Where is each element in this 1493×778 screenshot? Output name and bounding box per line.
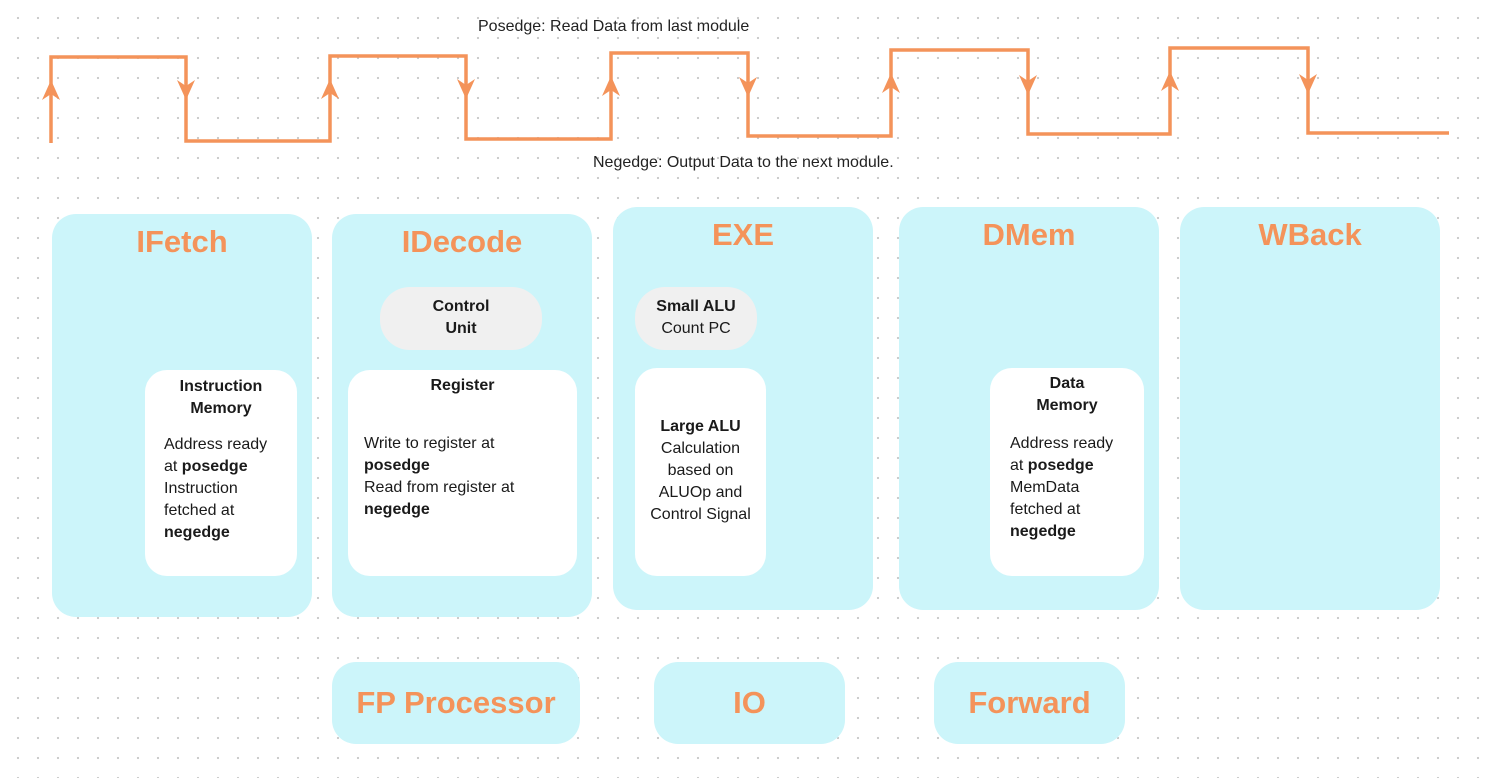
negedge-keyword: negedge — [1010, 523, 1076, 540]
stage-wback: WBack — [1180, 207, 1440, 610]
posedge-keyword: posedge — [181, 458, 248, 475]
card-text: Control Signal — [650, 506, 751, 523]
large-alu-card: Large ALU Calculation based on ALUOp and… — [635, 368, 766, 576]
card-text: Calculation — [660, 440, 741, 457]
posedge-arrow-icon — [42, 80, 60, 100]
card-text: Instruction — [164, 480, 238, 497]
card-text: Address ready — [164, 436, 268, 453]
card-text: at — [1010, 457, 1028, 474]
card-title: Control — [432, 298, 490, 315]
forward-box: Forward — [934, 662, 1125, 744]
card-text: Count PC — [661, 320, 731, 337]
posedge-keyword: posedge — [1027, 457, 1094, 474]
negedge-arrow-icon — [177, 80, 195, 100]
card-title: Small ALU — [656, 298, 736, 315]
posedge-arrow-icon — [602, 76, 620, 96]
stage-ifetch: IFetch Instruction Memory Address ready … — [52, 214, 312, 617]
card-text: ALUOp and — [658, 484, 743, 501]
negedge-arrow-icon — [457, 79, 475, 99]
clock-signal-line — [49, 46, 1449, 143]
stage-title: WBack — [1258, 217, 1362, 252]
card-title: Unit — [445, 320, 477, 337]
small-alu-pill: Small ALU Count PC — [635, 287, 757, 350]
stage-title: IDecode — [401, 224, 523, 259]
card-title: Large ALU — [660, 418, 741, 435]
card-text: fetched at — [1010, 501, 1081, 518]
card-title: Memory — [190, 400, 252, 417]
negedge-label: Negedge: Output Data to the next module. — [593, 154, 894, 171]
posedge-arrow-icon — [321, 79, 339, 99]
posedge-keyword: posedge — [364, 457, 430, 474]
card-title: Data — [1049, 375, 1085, 392]
fp-processor-box: FP Processor — [332, 662, 580, 744]
stage-dmem: DMem Data Memory Address ready at posedg… — [899, 207, 1159, 610]
posedge-arrow-icon — [882, 73, 900, 93]
stage-title: EXE — [711, 217, 775, 252]
control-unit-pill: Control Unit — [380, 287, 542, 350]
stage-title: IFetch — [136, 224, 228, 259]
instruction-memory-card: Instruction Memory Address ready at pose… — [145, 370, 297, 576]
card-text: Write to register at — [364, 435, 495, 452]
card-title: Register — [430, 377, 495, 394]
card-text: based on — [667, 462, 734, 479]
card-title: Memory — [1036, 397, 1098, 414]
card-text: fetched at — [164, 502, 235, 519]
posedge-label: Posedge: Read Data from last module — [478, 18, 750, 35]
negedge-arrow-icon — [1299, 74, 1317, 94]
card-text: at — [164, 458, 182, 475]
posedge-arrow-icon — [1161, 71, 1179, 91]
clock-waveform — [42, 46, 1449, 143]
card-text: Address ready — [1010, 435, 1114, 452]
data-memory-card: Data Memory Address ready at posedge Mem… — [990, 368, 1144, 576]
negedge-arrow-icon — [739, 77, 757, 97]
card-text: MemData — [1010, 479, 1080, 496]
negedge-keyword: negedge — [164, 524, 230, 541]
stage-exe: EXE Small ALU Count PC Large ALU Calcula… — [613, 207, 873, 610]
stage-idecode: IDecode Control Unit Register Write to r… — [332, 214, 592, 617]
register-card: Register Write to register at posedge Re… — [348, 370, 577, 576]
card-title: Instruction — [179, 378, 263, 395]
card-text: Read from register at — [364, 479, 515, 496]
stage-title: DMem — [982, 217, 1076, 252]
io-box: IO — [654, 662, 845, 744]
negedge-keyword: negedge — [364, 501, 430, 518]
negedge-arrow-icon — [1019, 75, 1037, 95]
